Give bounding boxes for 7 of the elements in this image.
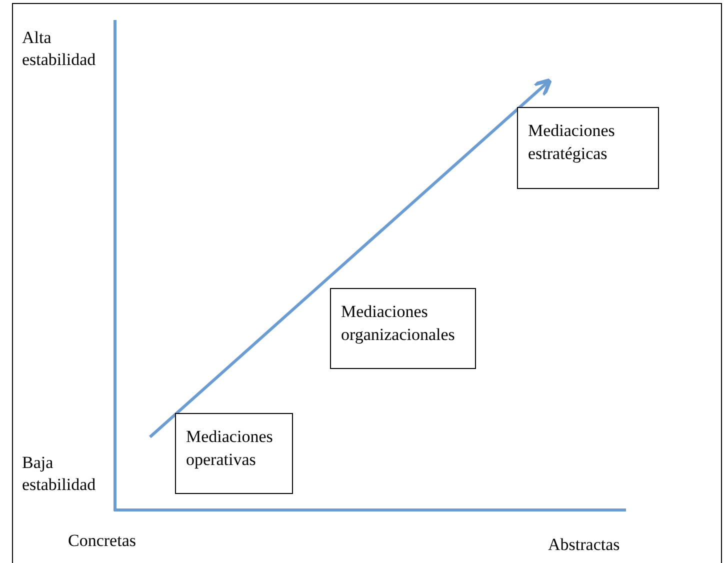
text-box: Mediaciones organizacionales [330,288,476,369]
axis-label: Alta estabilidad [22,27,97,72]
axis-label: Baja estabilidad [22,452,97,496]
text-box: Mediaciones estratégicas [517,107,659,189]
axis-label: Concretas [68,530,137,552]
axis-label: Abstractas [548,534,621,556]
text-box: Mediaciones operativas [175,413,293,494]
